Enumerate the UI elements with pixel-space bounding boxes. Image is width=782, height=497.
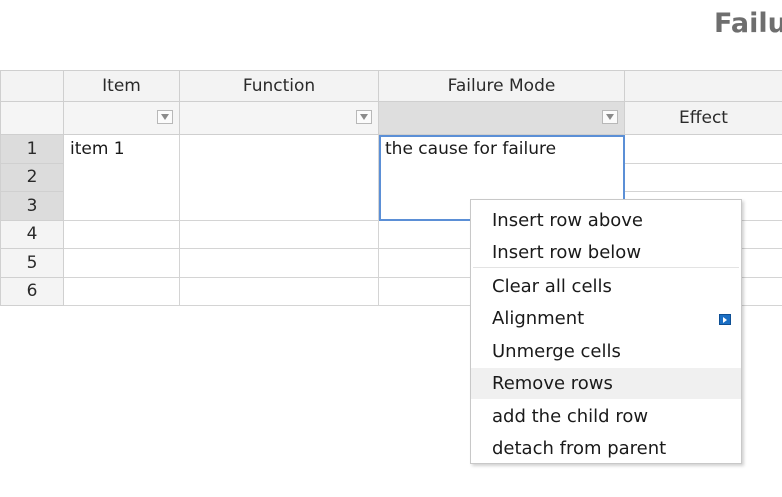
menu-item-label: Insert row above (492, 210, 644, 231)
menu-item-insert-row-below[interactable]: Insert row below (471, 237, 741, 268)
menu-item-label: Unmerge cells (492, 341, 621, 362)
cell-effect-row-2[interactable] (625, 164, 782, 192)
menu-item-clear-all-cells[interactable]: Clear all cells (471, 271, 741, 302)
row-number-3[interactable]: 3 (0, 192, 64, 221)
menu-item-add-child-row[interactable]: add the child row (471, 401, 741, 432)
filter-dropdown-icon[interactable] (157, 110, 173, 124)
cell-item-row-4[interactable] (64, 221, 180, 249)
cell-function-row-4[interactable] (180, 221, 379, 249)
cell-effect-row-1[interactable] (625, 135, 782, 164)
context-menu: Insert row above Insert row below Clear … (470, 199, 742, 464)
column-header-item[interactable]: Item (64, 70, 180, 102)
cell-item-row-1[interactable]: item 1 (64, 135, 180, 221)
menu-item-label: Remove rows (492, 373, 613, 394)
row-number-5[interactable]: 5 (0, 249, 64, 278)
menu-item-label: Clear all cells (492, 276, 612, 297)
menu-item-label: Alignment (492, 308, 585, 329)
menu-item-label: add the child row (492, 406, 649, 427)
filter-item (64, 102, 180, 135)
menu-item-label: Insert row below (492, 242, 642, 263)
filter-dropdown-icon[interactable] (356, 110, 372, 124)
cell-item-row-6[interactable] (64, 278, 180, 306)
submenu-arrow-icon (719, 314, 731, 325)
row-number-2[interactable]: 2 (0, 164, 64, 192)
column-header-failure-mode[interactable]: Failure Mode (379, 70, 625, 102)
column-header-effect[interactable]: Effect (625, 102, 782, 135)
menu-item-insert-row-above[interactable]: Insert row above (471, 205, 741, 236)
column-header-function[interactable]: Function (180, 70, 379, 102)
menu-item-unmerge-cells[interactable]: Unmerge cells (471, 336, 741, 367)
menu-item-remove-rows[interactable]: Remove rows (471, 368, 741, 399)
page-title: Failu (714, 8, 782, 39)
row-number-4[interactable]: 4 (0, 221, 64, 249)
filter-function (180, 102, 379, 135)
menu-item-label: detach from parent (492, 438, 667, 459)
filter-corner (0, 102, 64, 135)
filter-failure-mode (379, 102, 625, 135)
corner-header (0, 70, 64, 102)
row-number-1[interactable]: 1 (0, 135, 64, 164)
menu-item-alignment[interactable]: Alignment (471, 303, 741, 334)
menu-item-detach-from-parent[interactable]: detach from parent (471, 433, 741, 464)
cell-function-row-1[interactable] (180, 135, 379, 221)
cell-function-row-6[interactable] (180, 278, 379, 306)
cell-function-row-5[interactable] (180, 249, 379, 278)
filter-dropdown-icon[interactable] (602, 110, 618, 124)
column-header-blank (625, 70, 782, 102)
menu-separator (473, 267, 739, 268)
row-number-6[interactable]: 6 (0, 278, 64, 306)
cell-item-row-5[interactable] (64, 249, 180, 278)
